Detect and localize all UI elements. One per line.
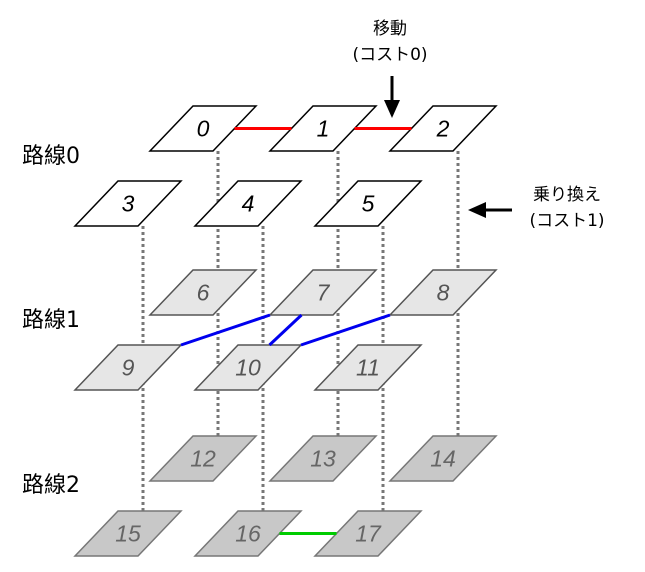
station-node-label: 6 bbox=[197, 280, 210, 306]
station-node-label: 4 bbox=[242, 191, 255, 217]
station-node-label: 16 bbox=[235, 521, 261, 547]
station-node-label: 9 bbox=[122, 355, 135, 381]
station-node-label: 5 bbox=[362, 191, 375, 217]
transfer-cost-label: (コスト1) bbox=[529, 211, 605, 231]
line-label-2: 路線2 bbox=[22, 473, 80, 498]
station-node-12 bbox=[148, 435, 258, 482]
line-label-1: 路線1 bbox=[22, 308, 80, 333]
station-node-5 bbox=[313, 180, 423, 227]
station-node-label: 8 bbox=[437, 280, 450, 306]
station-node-label: 14 bbox=[430, 446, 456, 472]
station-node-label: 15 bbox=[115, 521, 141, 547]
station-node-label: 11 bbox=[356, 355, 380, 381]
station-node-0 bbox=[148, 105, 258, 152]
station-node-3 bbox=[73, 180, 183, 227]
transfer-arrow-head-icon bbox=[468, 202, 486, 218]
station-node-label: 12 bbox=[190, 446, 216, 472]
edge-10-8 bbox=[300, 313, 391, 347]
station-node-6 bbox=[148, 269, 258, 316]
station-node-label: 1 bbox=[317, 116, 330, 142]
station-node-1 bbox=[268, 105, 378, 152]
station-node-4 bbox=[193, 180, 303, 227]
station-node-7 bbox=[268, 269, 378, 316]
edge-9-7 bbox=[180, 313, 271, 347]
station-node-label: 3 bbox=[122, 191, 135, 217]
station-node-17 bbox=[313, 510, 423, 557]
station-node-label: 13 bbox=[310, 446, 336, 472]
station-node-14 bbox=[388, 435, 498, 482]
station-node-15 bbox=[73, 510, 183, 557]
station-node-label: 7 bbox=[317, 280, 331, 306]
transfer-cost-annotation: 乗り換え (コスト1) bbox=[529, 182, 604, 234]
station-node-16 bbox=[193, 510, 303, 557]
station-node-13 bbox=[268, 435, 378, 482]
move-label: 移動 bbox=[373, 19, 407, 39]
station-node-label: 10 bbox=[235, 355, 261, 381]
move-cost-annotation: 移動 (コスト0) bbox=[352, 16, 427, 68]
transfer-label: 乗り換え bbox=[533, 185, 601, 205]
edge-10-7 bbox=[268, 313, 303, 347]
station-node-8 bbox=[388, 269, 498, 316]
move-cost-label: (コスト0) bbox=[352, 45, 428, 65]
move-arrow-head-icon bbox=[384, 100, 400, 118]
station-node-label: 17 bbox=[355, 521, 382, 547]
station-node-2 bbox=[388, 105, 498, 152]
station-node-11 bbox=[313, 344, 423, 391]
line-label-0: 路線0 bbox=[22, 144, 80, 169]
station-node-label: 0 bbox=[197, 116, 210, 142]
station-node-label: 2 bbox=[436, 116, 450, 142]
